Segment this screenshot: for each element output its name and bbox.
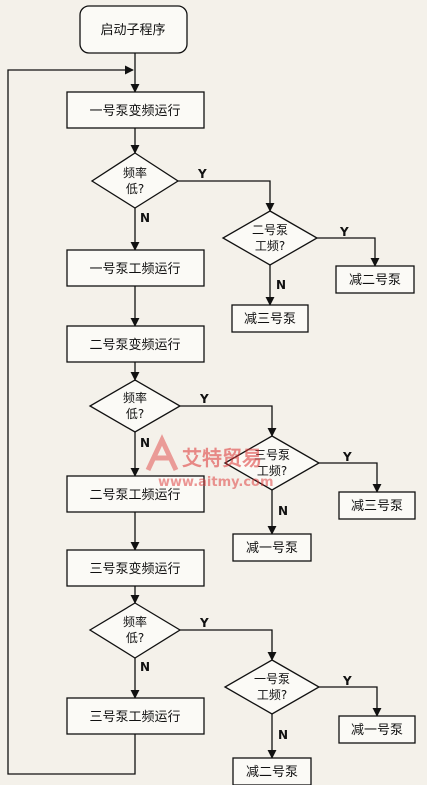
- d1-yes-label: Y: [197, 167, 207, 181]
- watermark-brand: 艾特贸易: [182, 446, 262, 470]
- d3-no-label: N: [140, 660, 150, 674]
- d3-yes-label: Y: [199, 616, 209, 630]
- d3-work-line1: 一号泵: [254, 672, 290, 686]
- d2-work-line2: 工频?: [257, 464, 287, 478]
- r1-reduce3-label: 减三号泵: [244, 312, 296, 327]
- action-reduce-pump1-b: [338, 715, 416, 744]
- decision-pump1-work: [223, 659, 321, 715]
- d1-freq-line2: 低?: [126, 182, 144, 196]
- r1-reduce2-label: 减二号泵: [349, 273, 401, 288]
- d1work-yes-label: Y: [339, 225, 349, 239]
- action-reduce-pump3-a: [231, 304, 309, 333]
- process-p3-var: [66, 549, 205, 587]
- process-p1-work: [66, 249, 205, 287]
- p2-var-label: 二号泵变频运行: [89, 337, 180, 353]
- d2work-no-label: N: [278, 504, 288, 518]
- r2-reduce3-label: 减三号泵: [351, 499, 403, 514]
- decision-freq-low-3: [88, 602, 182, 659]
- p1-work-label: 一号泵工频运行: [89, 262, 180, 277]
- d2-no-label: N: [140, 436, 150, 450]
- start-node: [79, 5, 188, 54]
- watermark-logo-icon: [145, 434, 179, 472]
- decision-freq-low-2: [88, 379, 182, 433]
- p2-work-label: 二号泵工频运行: [89, 488, 180, 503]
- d2work-yes-label: Y: [342, 450, 352, 464]
- p3-var-label: 三号泵变频运行: [89, 561, 180, 577]
- d3-work-line2: 工频?: [257, 688, 287, 702]
- action-reduce-pump1-a: [232, 533, 312, 562]
- edge-d1-yes: [178, 180, 275, 212]
- r3-reduce2-label: 减二号泵: [246, 765, 298, 780]
- process-p3-work: [66, 697, 205, 735]
- decision-freq-low-1: [90, 152, 180, 209]
- d3-freq-line1: 频率: [123, 614, 147, 629]
- watermark: 艾特贸易 www.aitmy.com: [145, 434, 274, 490]
- edge-d3-yes: [180, 629, 277, 661]
- p3-work-label: 三号泵工频运行: [89, 710, 180, 725]
- edge-loop-back: [7, 65, 136, 775]
- d1-work-line1: 二号泵: [252, 223, 288, 237]
- edge-d1work-yes: [317, 237, 380, 267]
- edge-d2-yes: [180, 405, 277, 437]
- r2-reduce1-label: 减一号泵: [246, 541, 298, 556]
- action-reduce-pump2-b: [232, 757, 312, 785]
- decision-pump2-work: [221, 210, 319, 266]
- action-reduce-pump3-b: [338, 491, 416, 520]
- edge-d3work-yes: [319, 686, 382, 717]
- d3work-no-label: N: [278, 728, 288, 742]
- p1-var-label: 一号泵变频运行: [89, 103, 180, 119]
- d1work-no-label: N: [276, 278, 286, 292]
- d2-freq-line2: 低?: [126, 407, 144, 421]
- watermark-url: www.aitmy.com: [158, 475, 274, 490]
- process-p1-var: [66, 91, 205, 129]
- d1-work-line2: 工频?: [255, 239, 285, 253]
- d3-freq-line2: 低?: [126, 631, 144, 645]
- d3work-yes-label: Y: [342, 674, 352, 688]
- d2-yes-label: Y: [199, 392, 209, 406]
- r3-reduce1-label: 减一号泵: [351, 723, 403, 738]
- process-p2-var: [66, 325, 205, 363]
- process-p2-work: [66, 475, 205, 513]
- decision-pump3-work: [223, 435, 321, 491]
- action-reduce-pump2-a: [335, 265, 415, 294]
- d1-freq-line1: 频率: [123, 165, 147, 180]
- d2-work-line1: 三号泵: [254, 448, 290, 462]
- edge-d2work-yes: [319, 462, 382, 493]
- start-label: 启动子程序: [100, 23, 165, 38]
- d1-no-label: N: [140, 211, 150, 225]
- d2-freq-line1: 频率: [123, 390, 147, 405]
